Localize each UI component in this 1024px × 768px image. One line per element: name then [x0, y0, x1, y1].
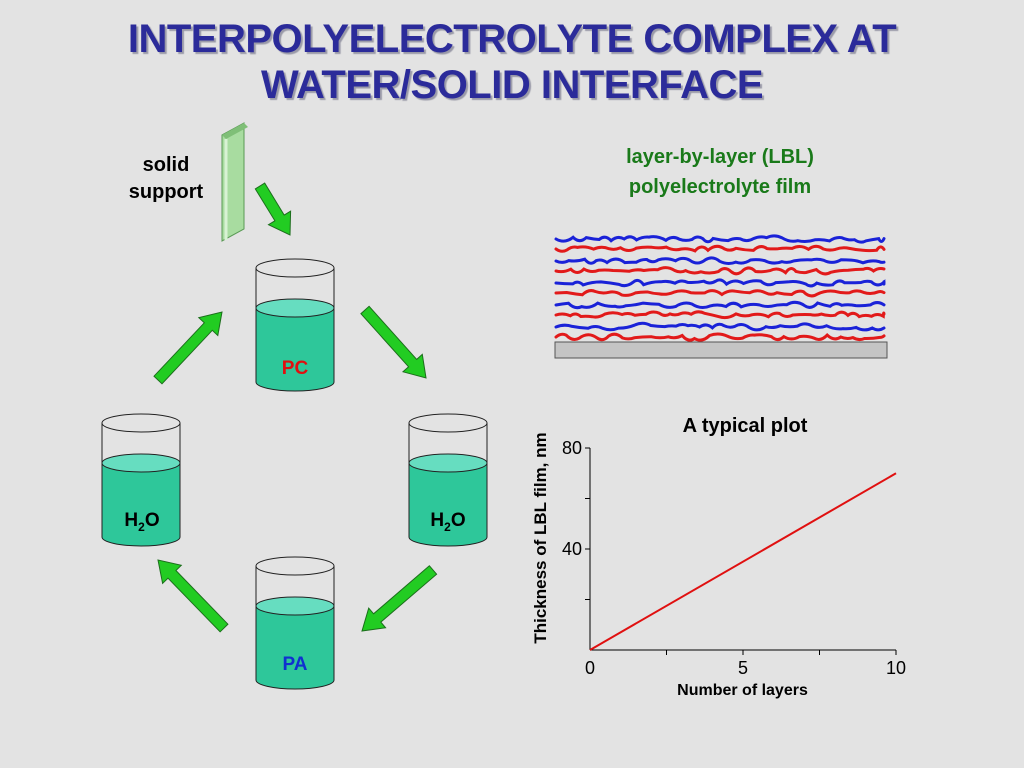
beaker-water-right-rim — [408, 413, 488, 433]
plot-y-axis-title: Thickness of LBL film, nm — [531, 432, 550, 644]
beaker-pa-label: PA — [255, 654, 335, 676]
x-tick-label: 5 — [738, 658, 748, 678]
water-left-h: H — [124, 510, 139, 531]
beaker-pc-label: PC — [255, 358, 335, 380]
blue-chain-9 — [554, 321, 886, 332]
beaker-water-left-label: H2O — [102, 510, 182, 534]
plot-title: A typical plot — [682, 415, 808, 437]
cycle-arrows — [153, 182, 438, 633]
beaker-pc-liquid — [255, 307, 335, 392]
beaker-water-left-rim — [101, 413, 181, 433]
arrow-support-to-pc — [254, 182, 292, 236]
red-chain-4 — [554, 266, 886, 276]
title-line-2: WATER/SOLID INTERFACE — [260, 63, 764, 107]
typical-plot: 0 5 10 40 80 — [562, 438, 906, 678]
beaker-pa — [255, 556, 335, 690]
solid-support-slide — [221, 122, 248, 242]
blue-chain-7 — [554, 300, 886, 310]
solid-support-label-line-2: support — [128, 181, 204, 203]
plot-series-line-1 — [589, 472, 897, 651]
solid-support-label: solid support — [96, 152, 236, 206]
lbl-film — [554, 234, 888, 359]
beaker-water-right — [408, 413, 488, 547]
lbl-film-label-line-1: layer-by-layer (LBL) — [626, 146, 814, 168]
blue-chain-1 — [554, 234, 886, 244]
arrow-pa-to-water-left — [157, 559, 229, 633]
red-chain-6 — [554, 289, 886, 298]
beaker-pc-rim — [255, 258, 335, 278]
beaker-water-right-liquid — [408, 462, 488, 547]
red-chain-2 — [554, 244, 886, 253]
red-chain-10 — [554, 332, 886, 342]
pc-text: PC — [281, 358, 309, 379]
beaker-water-left-liquid-surface — [101, 453, 181, 473]
slide-top — [222, 123, 248, 139]
beaker-water-right-liquid-surface — [408, 453, 488, 473]
solid-support-label-line-1: solid — [142, 154, 190, 176]
water-left-o: O — [144, 510, 160, 531]
beaker-pc-liquid-surface — [255, 298, 335, 318]
beaker-pa-liquid-surface — [255, 596, 335, 616]
beakers — [101, 258, 488, 690]
lbl-film-label-line-2: polyelectrolyte film — [628, 176, 812, 198]
x-tick-label: 10 — [886, 658, 906, 678]
film-substrate — [554, 341, 888, 359]
x-tick-label: 0 — [585, 658, 595, 678]
water-right-h: H — [430, 510, 445, 531]
y-tick-label: 80 — [562, 438, 582, 458]
arrow-pc-to-water-right — [360, 305, 427, 379]
beaker-pc — [255, 258, 335, 392]
blue-chain-5 — [554, 278, 886, 288]
beaker-water-right-label: H2O — [408, 510, 488, 534]
page-title: INTERPOLYELECTROLYTE COMPLEX AT WATER/SO… — [0, 16, 1024, 108]
water-right-o: O — [450, 510, 466, 531]
water-right-sub: 2 — [444, 519, 451, 534]
beaker-pa-rim — [255, 556, 335, 576]
lbl-film-label: layer-by-layer (LBL) polyelectrolyte fil… — [560, 142, 880, 202]
water-left-sub: 2 — [138, 519, 145, 534]
beaker-water-left-liquid — [101, 462, 181, 547]
red-chain-8 — [554, 310, 886, 320]
pa-text: PA — [282, 654, 308, 675]
arrow-water-left-to-pc — [153, 311, 223, 385]
beaker-water-left — [101, 413, 181, 547]
blue-chain-3 — [554, 256, 886, 265]
title-line-1: INTERPOLYELECTROLYTE COMPLEX AT — [127, 17, 897, 61]
arrow-water-right-to-pa — [361, 565, 438, 632]
plot-x-axis-title: Number of layers — [677, 682, 808, 699]
beaker-pa-liquid — [255, 605, 335, 690]
y-tick-label: 40 — [562, 539, 582, 559]
